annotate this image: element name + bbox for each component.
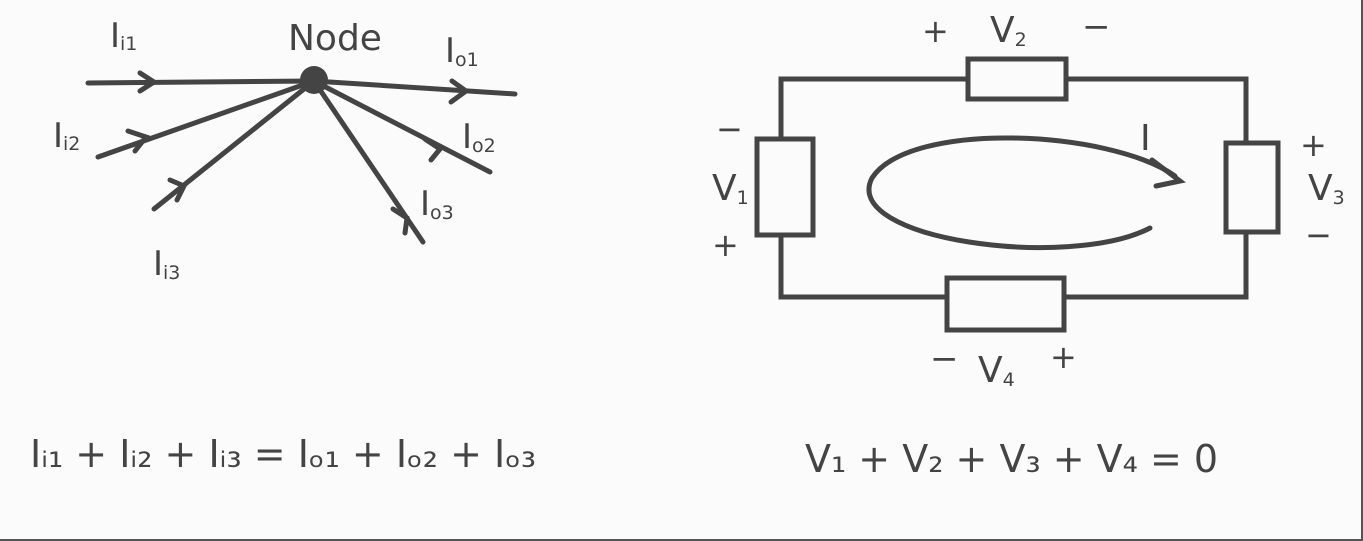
v2-minus: − [1082, 7, 1111, 47]
v3-plus: + [1300, 126, 1327, 164]
kcl-diagram [85, 70, 518, 245]
v2-plus: + [922, 12, 949, 50]
kcl-equation: Iᵢ₁ + Iᵢ₂ + Iᵢ₃ = Iₒ₁ + Iₒ₂ + Iₒ₃ [30, 432, 536, 476]
loop-arrow-head [1149, 157, 1186, 189]
v4-plus: + [1050, 338, 1077, 376]
v4-minus: − [930, 339, 959, 379]
resistor-v4 [944, 275, 1067, 333]
current-label-o3: Io3 [420, 184, 454, 224]
wire-i2 [95, 78, 317, 160]
node-dot [300, 66, 328, 94]
loop-current-arrow [866, 135, 1178, 250]
wire-i3 [151, 78, 317, 212]
current-label-o1: Io1 [445, 31, 479, 71]
arrow-i2 [125, 128, 151, 154]
v2-label: V2 [990, 10, 1027, 51]
wire-o1 [311, 78, 518, 97]
circuit-loop [778, 76, 1249, 300]
v4-label: V4 [978, 350, 1015, 391]
arrow-i3 [167, 177, 188, 203]
current-label-i3: Ii3 [153, 244, 180, 284]
arrow-o2 [422, 136, 444, 163]
resistor-v2 [965, 56, 1069, 102]
node-label: Node [288, 18, 382, 59]
v3-label: V3 [1308, 168, 1345, 209]
arrow-o1 [448, 78, 471, 105]
current-label-i2: Ii2 [53, 116, 80, 156]
kvl-circuit [754, 56, 1281, 333]
resistor-v3 [1223, 140, 1281, 235]
v1-minus: − [716, 110, 743, 148]
v1-plus: + [712, 226, 739, 264]
arrow-o3 [390, 206, 410, 236]
v3-minus: − [1305, 216, 1332, 254]
wire-o2 [311, 78, 493, 175]
loop-current-label: I [1140, 118, 1151, 159]
wire-i1 [85, 78, 317, 86]
v1-label: V1 [712, 168, 749, 209]
current-label-i1: Ii1 [110, 16, 137, 56]
resistor-v1 [754, 136, 816, 238]
current-label-o2: Io2 [462, 117, 496, 157]
kvl-equation: V₁ + V₂ + V₃ + V₄ = 0 [805, 437, 1218, 481]
arrow-i1 [137, 70, 159, 94]
